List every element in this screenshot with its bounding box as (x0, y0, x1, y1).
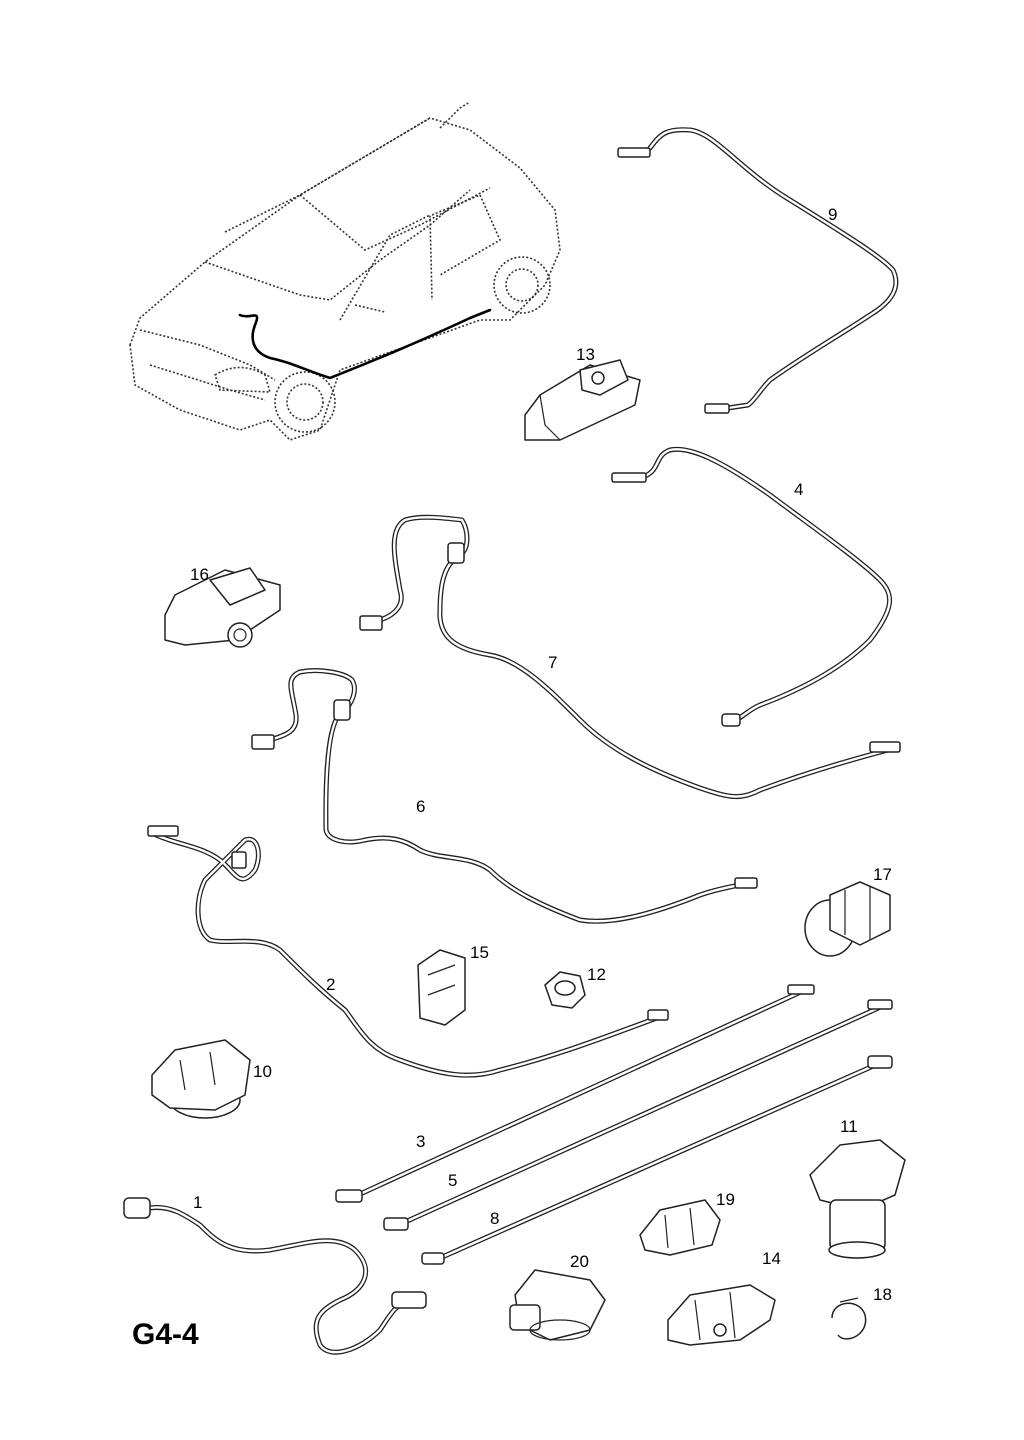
callout-13: 13 (576, 345, 595, 364)
callout-8: 8 (490, 1209, 499, 1228)
pipe-6 (251, 668, 758, 924)
callout-20: 20 (570, 1252, 589, 1271)
clip-17 (804, 881, 891, 957)
callout-18: 18 (873, 1285, 892, 1304)
pipe-4 (611, 446, 893, 727)
clip-14 (667, 1284, 776, 1346)
callout-14: 14 (762, 1249, 781, 1268)
callout-7: 7 (548, 653, 557, 672)
clip-11 (809, 1139, 906, 1259)
clip-19 (639, 1199, 721, 1256)
vehicle-overview (129, 101, 561, 441)
clip-16 (164, 567, 281, 648)
clip-18 (831, 1297, 867, 1340)
pipe-3 (335, 984, 815, 1203)
clip-20 (509, 1269, 606, 1341)
callout-16: 16 (190, 565, 209, 584)
callout-17: 17 (873, 865, 892, 884)
pipe-1 (123, 1197, 427, 1355)
callout-15: 15 (470, 943, 489, 962)
clip-10 (151, 1039, 251, 1119)
callout-4: 4 (794, 480, 803, 499)
diagram-ref-label: G4-4 (132, 1318, 199, 1351)
pipe-2 (147, 825, 669, 1078)
pipe-8 (421, 1055, 893, 1265)
callout-1: 1 (193, 1193, 202, 1212)
callout-11: 11 (840, 1117, 858, 1136)
clip-15 (417, 949, 466, 1026)
pipe-7 (359, 514, 901, 800)
callout-3: 3 (416, 1132, 425, 1151)
clip-13 (524, 359, 641, 441)
callout-labels: 9 13 4 16 7 6 17 15 12 2 10 11 3 5 1 19 … (190, 205, 892, 1304)
callout-10: 10 (253, 1062, 272, 1081)
callout-5: 5 (448, 1171, 457, 1190)
callout-9: 9 (828, 205, 837, 224)
pipe-5 (383, 999, 893, 1231)
nut-12 (544, 971, 586, 1009)
callout-6: 6 (416, 797, 425, 816)
callout-19: 19 (716, 1190, 735, 1209)
pipe-9 (617, 127, 899, 414)
callout-2: 2 (326, 975, 335, 994)
callout-12: 12 (587, 965, 606, 984)
